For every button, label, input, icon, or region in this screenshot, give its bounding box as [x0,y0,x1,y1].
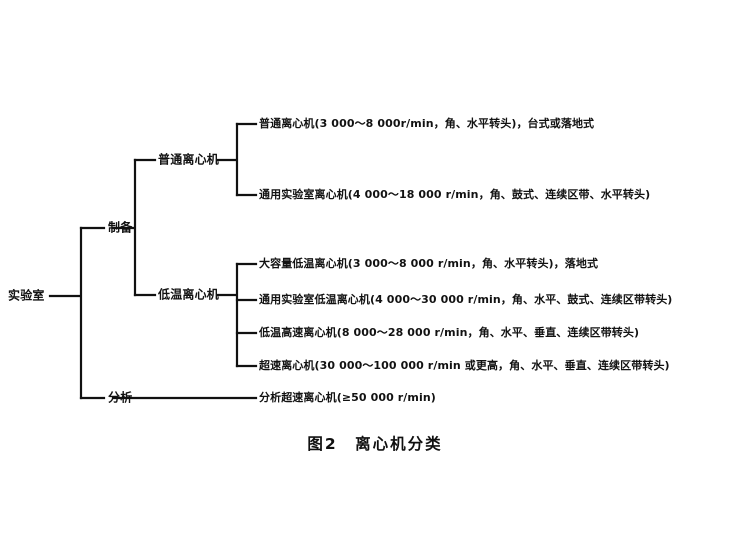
tree-node-zhibei: 制备 [108,220,133,235]
tree-leaf-putong-1: 通用实验室离心机(4 000～18 000 r/min，角、鼓式、连续区带、水平… [259,187,651,201]
tree-leaf-putong-0: 普通离心机(3 000～8 000r/min，角、水平转头)，台式或落地式 [259,116,595,130]
tree-leaf-diwen-0: 大容量低温离心机(3 000～8 000 r/min，角、水平转头)，落地式 [259,256,599,270]
tree-node-root: 实验室 [8,288,45,303]
tree-node-fenxi: 分析 [108,390,133,405]
figure-caption: 图2 离心机分类 [307,435,443,453]
tree-leaf-diwen-1: 通用实验室低温离心机(4 000～30 000 r/min，角、水平、鼓式、连续… [259,292,673,306]
tree-leaf-diwen-2: 低温高速离心机(8 000～28 000 r/min，角、水平、垂直、连续区带转… [259,325,640,339]
tree-node-diwen-lixinji: 低温离心机 [158,287,220,302]
tree-leaf-diwen-3: 超速离心机(30 000～100 000 r/min 或更高，角、水平、垂直、连… [259,358,670,372]
tree-leaf-fenxi-0: 分析超速离心机(≥50 000 r/min) [259,390,436,404]
tree-node-putong-lixinji: 普通离心机 [158,152,220,167]
